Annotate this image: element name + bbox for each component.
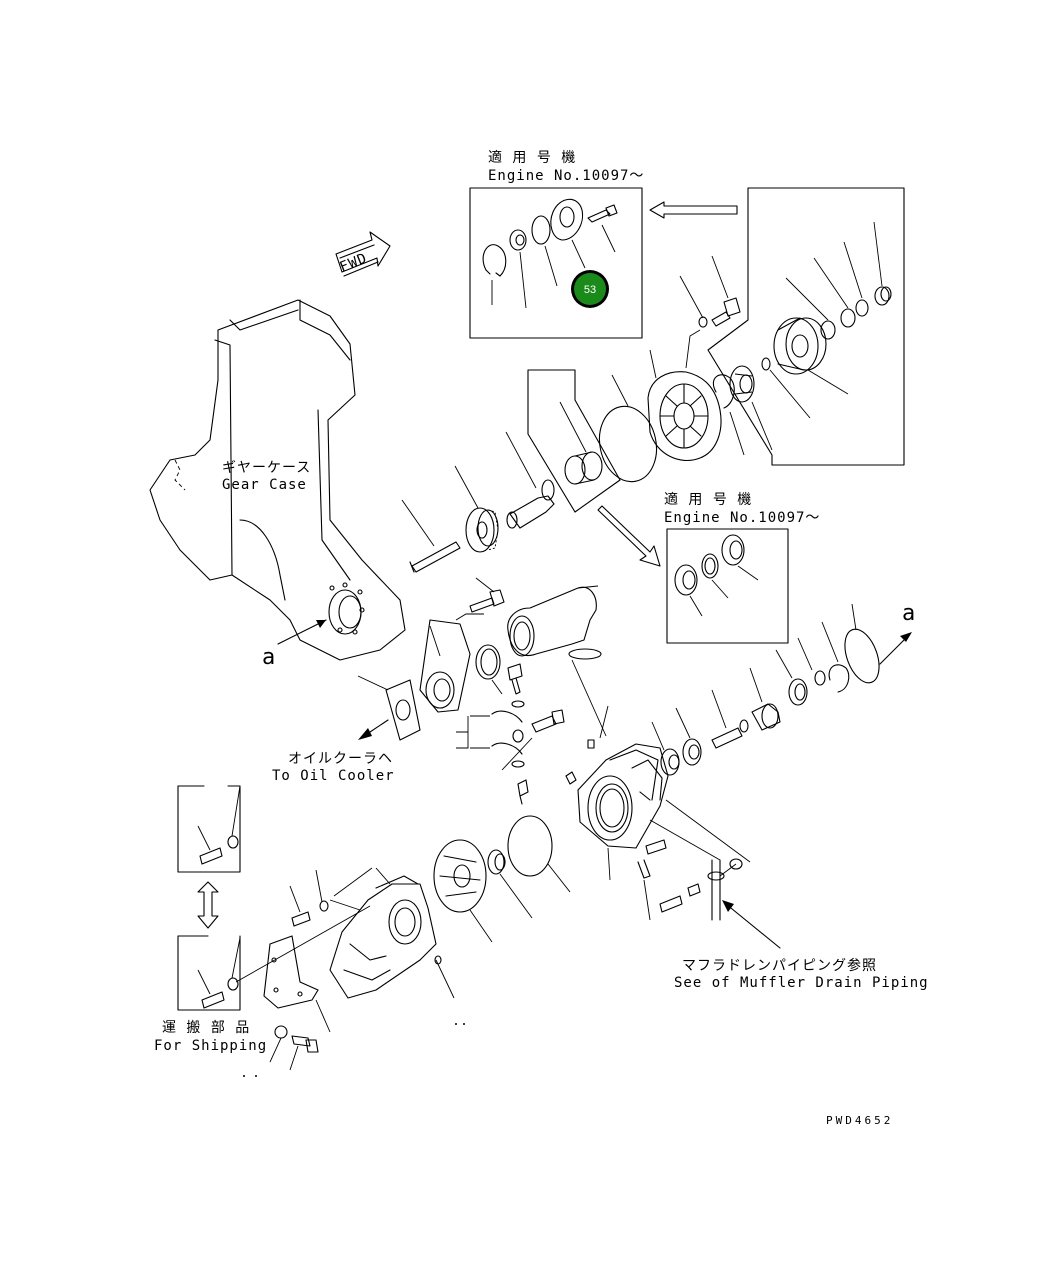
callout-number: 53 (584, 284, 596, 296)
a-left: a (262, 645, 275, 670)
oil-cooler-en: To Oil Cooler (272, 768, 395, 784)
gear-case: ギヤーケース Gear Case a (149, 299, 406, 670)
top-inset: 適 用 号 機 Engine No.10097〜 (469, 149, 738, 339)
callout-53[interactable]: 53 (571, 270, 609, 308)
a-right: a (902, 601, 915, 626)
callout-circle (574, 273, 606, 305)
applicable-top-jp: 適 用 号 機 (488, 149, 576, 166)
upper-drive-assembly (401, 187, 905, 573)
muffler-en: See of Muffler Drain Piping (674, 975, 929, 991)
shipping-en: For Shipping (154, 1038, 267, 1054)
outlet-elbow (235, 867, 465, 1077)
fwd-arrow: FWD (335, 231, 391, 277)
applicable-mid-jp: 適 用 号 機 (664, 491, 752, 508)
gear-case-jp: ギヤーケース (222, 460, 311, 476)
oil-cooler-jp: オイルクーラヘ (288, 751, 393, 767)
middle-inset: 適 用 号 機 Engine No.10097〜 (664, 491, 820, 644)
applicable-top-en: Engine No.10097〜 (488, 168, 644, 184)
gear-case-en: Gear Case (222, 477, 307, 493)
shipping-boxes: 運 搬 部 品 For Shipping (154, 785, 267, 1054)
drawing-number: PWD4652 (826, 1114, 893, 1127)
shipping-jp: 運 搬 部 品 (162, 1020, 250, 1036)
muffler-jp: マフラドレンパイピング参照 (682, 957, 877, 974)
applicable-mid-en: Engine No.10097〜 (664, 510, 820, 526)
lower-assembly: オイルクーラヘ To Oil Cooler (272, 577, 929, 991)
